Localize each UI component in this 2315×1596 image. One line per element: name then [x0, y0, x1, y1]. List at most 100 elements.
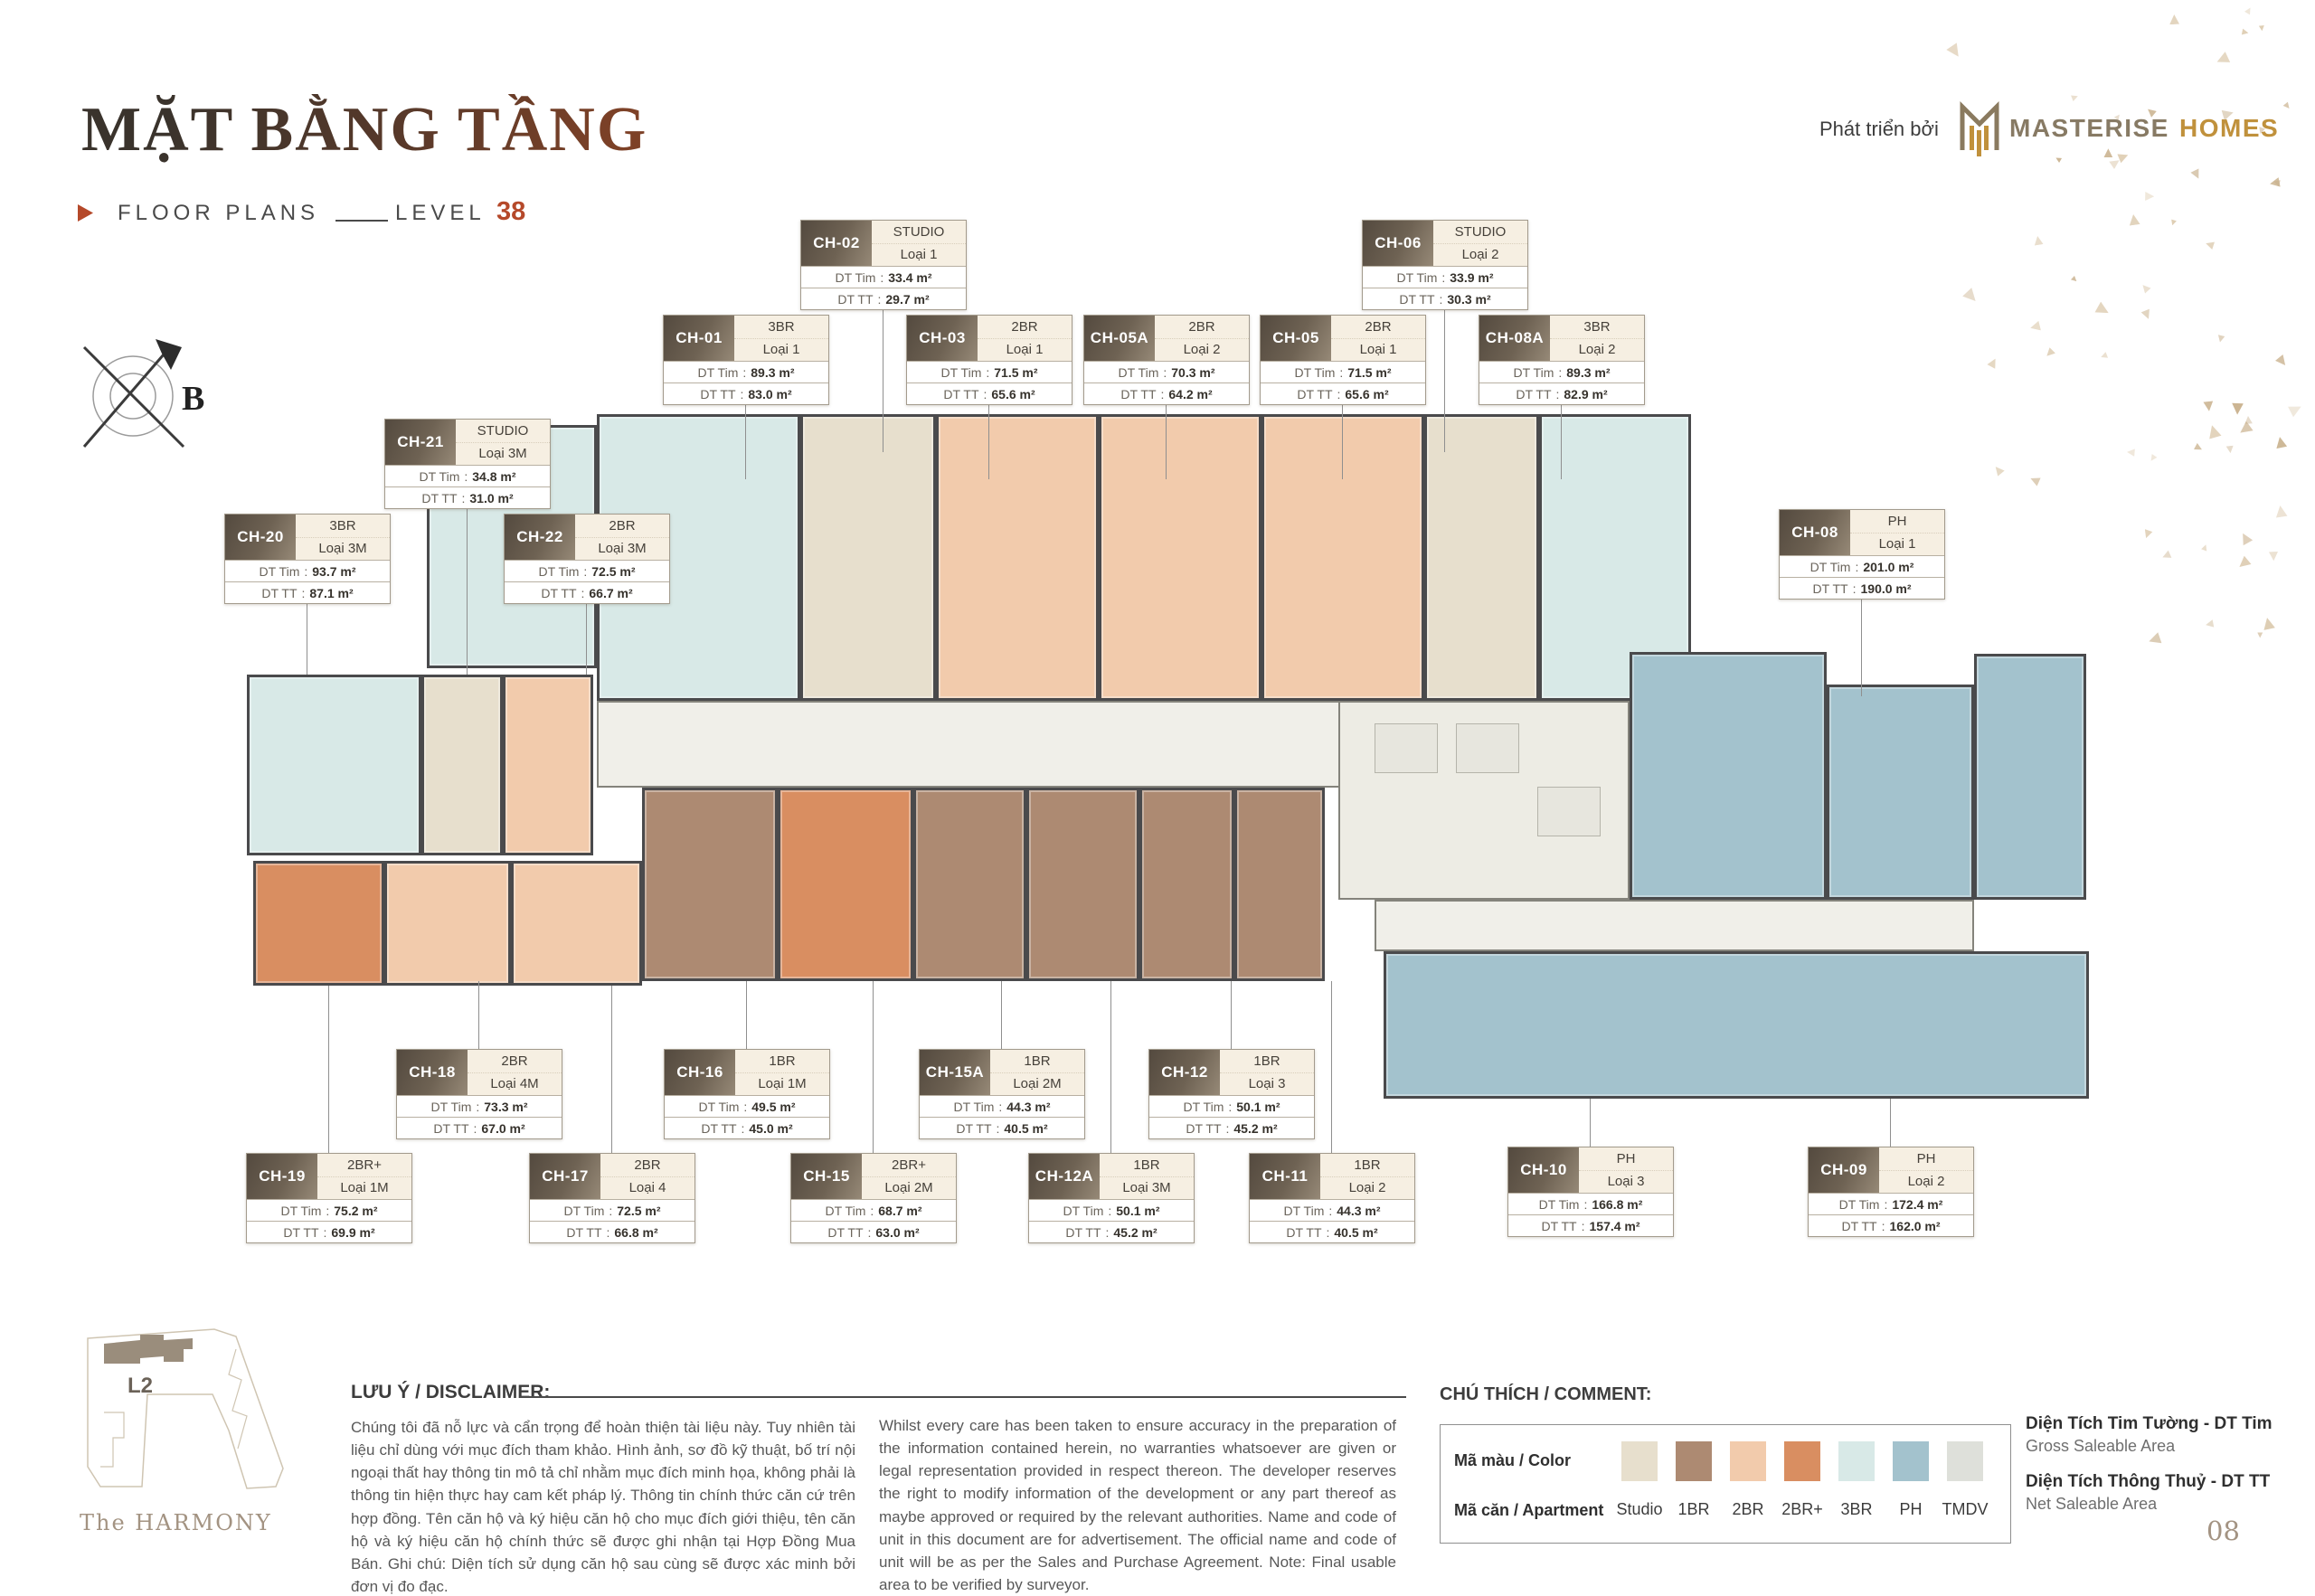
triangle-deco-icon: [2127, 449, 2135, 457]
area-value: 87.1 m²: [309, 585, 354, 600]
unit-code: CH-15A: [920, 1050, 990, 1095]
unit-type: 1BR: [1133, 1157, 1160, 1173]
triangle-deco-icon: [2141, 308, 2153, 320]
area-label: DT TT: [283, 1224, 319, 1240]
unit-gross-area: DT Tim:68.7 m²: [791, 1199, 956, 1221]
area-value: 93.7 m²: [312, 563, 356, 579]
legend-label-2BR+: 2BR+: [1781, 1500, 1823, 1518]
unit-net-area: DT TT:40.5 m²: [920, 1117, 1084, 1138]
area-label: DT Tim: [1396, 269, 1438, 285]
unit-code: CH-01: [664, 316, 734, 361]
triangle-deco-icon: [2029, 321, 2041, 333]
unit-net-area: DT TT:83.0 m²: [664, 382, 828, 404]
legend-swatch-2BR: [1730, 1441, 1766, 1481]
leader-line: [1231, 981, 1232, 1049]
plan-unit-CH-22: [503, 675, 593, 855]
unit-variant: Loại 4M: [468, 1072, 562, 1096]
unit-code: CH-03: [907, 316, 978, 361]
disclaimer-heading: LƯU Ý / DISCLAIMER:: [351, 1382, 551, 1402]
triangle-deco-icon: [2094, 302, 2111, 318]
legend-swatch-2BR+: [1784, 1441, 1820, 1481]
unit-net-area: DT TT:82.9 m²: [1479, 382, 1644, 404]
unit-type: STUDIO: [477, 422, 529, 439]
area-label: DT Tim: [1183, 1099, 1224, 1114]
triangle-deco-icon: [2216, 335, 2225, 344]
unit-type: 3BR: [768, 318, 795, 335]
area-label: DT Tim: [430, 1099, 472, 1114]
area-label: DT Tim: [1809, 559, 1851, 574]
area-label: DT TT: [1399, 291, 1435, 307]
triangle-deco-icon: [2287, 401, 2303, 418]
leader-line: [988, 402, 989, 479]
unit-net-area: DT TT:65.6 m²: [907, 382, 1072, 404]
triangle-deco-icon: [1992, 464, 2005, 477]
unit-gross-area: DT Tim:70.3 m²: [1084, 361, 1249, 382]
area-label: DT Tim: [698, 1099, 740, 1114]
triangle-deco-icon: [2071, 276, 2079, 284]
area-label: DT TT: [1541, 1218, 1577, 1233]
compass-icon: B: [68, 324, 213, 464]
leader-line: [873, 981, 874, 1153]
highlighted-building-l2: [104, 1335, 193, 1364]
area-value: 70.3 m²: [1171, 364, 1215, 380]
unit-variant: Loại 3M: [456, 441, 550, 466]
unit-net-area: DT TT:45.2 m²: [1029, 1221, 1194, 1242]
triangle-deco-icon: [2258, 24, 2264, 31]
unit-type: PH: [1916, 1150, 1936, 1166]
triangle-deco-icon: [2190, 168, 2203, 181]
unit-code: CH-22: [505, 515, 575, 560]
area-value: 73.3 m²: [484, 1099, 528, 1114]
unit-type: 3BR: [1583, 318, 1611, 335]
triangle-deco-icon: [2262, 617, 2275, 630]
area-definition-net-vi: Diện Tích Thông Thuỷ - DT TT: [2026, 1472, 2271, 1491]
triangle-deco-icon: [2034, 235, 2044, 245]
triangle-deco-icon: [2225, 446, 2234, 454]
area-value: 40.5 m²: [1004, 1120, 1048, 1136]
triangle-deco-icon: [2205, 239, 2215, 249]
area-value: 29.7 m²: [885, 291, 930, 307]
unit-variant: Loại 1M: [735, 1072, 829, 1096]
unit-variant: Loại 1M: [317, 1176, 411, 1200]
triangle-deco-icon: [2103, 148, 2113, 158]
legend-heading: CHÚ THÍCH / COMMENT:: [1440, 1384, 1652, 1404]
unit-code: CH-15: [791, 1154, 862, 1199]
subtitle-arrow-icon: [78, 204, 93, 222]
area-value: 172.4 m²: [1892, 1196, 1943, 1212]
triangle-deco-icon: [2071, 93, 2079, 101]
legend-swatch-Studio: [1621, 1441, 1658, 1481]
triangle-deco-icon: [2283, 102, 2292, 111]
unit-variant: Loại 3M: [1100, 1176, 1194, 1200]
unit-type: STUDIO: [893, 223, 945, 240]
unit-gross-area: DT Tim:201.0 m²: [1780, 555, 1944, 577]
area-value: 50.1 m²: [1116, 1203, 1160, 1218]
area-definition-net-en: Net Saleable Area: [2026, 1494, 2158, 1513]
area-label: DT TT: [421, 490, 458, 505]
triangle-deco-icon: [2203, 401, 2214, 412]
area-label: DT Tim: [280, 1203, 322, 1218]
area-value: 72.5 m²: [591, 563, 636, 579]
triangle-deco-icon: [2237, 531, 2253, 546]
area-value: 65.6 m²: [1345, 386, 1389, 401]
unit-type: 1BR: [1354, 1157, 1381, 1173]
unit-gross-area: DT Tim:73.3 m²: [397, 1095, 562, 1117]
unit-net-area: DT TT:45.0 m²: [665, 1117, 829, 1138]
unit-variant: Loại 2: [1550, 337, 1644, 362]
unit-gross-area: DT Tim:172.4 m²: [1809, 1193, 1973, 1214]
triangle-deco-icon: [1946, 42, 1963, 60]
unit-variant: Loại 1: [978, 337, 1072, 362]
area-label: DT TT: [261, 585, 298, 600]
area-value: 72.5 m²: [617, 1203, 661, 1218]
unit-gross-area: DT Tim:33.9 m²: [1363, 266, 1527, 288]
leader-line: [1001, 981, 1002, 1049]
legend-label-1BR: 1BR: [1677, 1500, 1710, 1518]
project-name: The HARMONY: [80, 1510, 272, 1535]
area-label: DT TT: [1841, 1218, 1877, 1233]
area-definition-gross-en: Gross Saleable Area: [2026, 1436, 2176, 1455]
area-label: DT Tim: [1294, 364, 1336, 380]
area-label: DT Tim: [1838, 1196, 1880, 1212]
area-label: DT Tim: [563, 1203, 605, 1218]
triangle-deco-icon: [2149, 454, 2158, 463]
